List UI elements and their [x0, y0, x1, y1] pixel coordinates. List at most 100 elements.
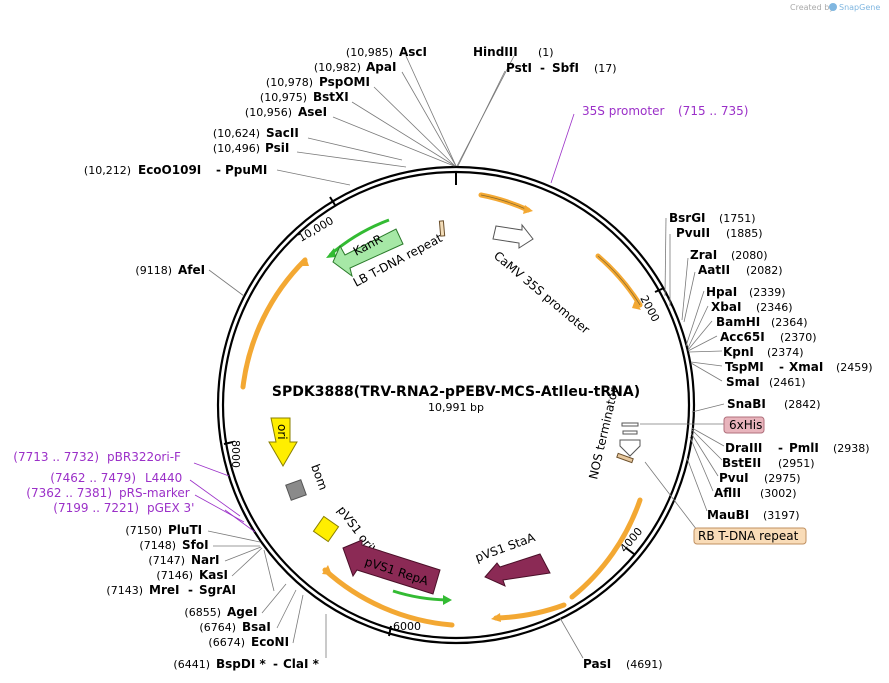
svg-text:(2080): (2080) — [731, 249, 768, 262]
feature-connectors — [189, 113, 575, 533]
repa-feature: pVS1 RepA — [342, 539, 441, 595]
enzyme-pluti: PluTI — [168, 523, 202, 537]
svg-text:(6764): (6764) — [199, 621, 236, 634]
svg-text:(2459): (2459) — [836, 361, 873, 374]
svg-text:-: - — [216, 163, 221, 177]
plasmid-size: 10,991 bp — [428, 401, 484, 414]
enzyme-afei: AfeI — [178, 263, 205, 277]
plasmid-name: SPDK3888(TRV-RNA2-pPEBV-MCS-AtIleu-tRNA) — [272, 384, 640, 400]
svg-text:(1): (1) — [538, 46, 554, 59]
left-enzymes: (10,985) AscI (10,982) ApaI (10,978) Psp… — [84, 45, 427, 671]
enzyme-hindiii: HindIII — [473, 45, 518, 59]
enzyme-sacii: SacII — [266, 126, 299, 140]
sixhis-label: 6xHis — [729, 418, 762, 432]
enzyme-psii: PsiI — [265, 141, 289, 155]
camv-arrow — [492, 223, 534, 249]
enzyme-sfoi: SfoI — [182, 538, 209, 552]
enzyme-pvuii: PvuII — [676, 226, 710, 240]
svg-text:(2374): (2374) — [767, 346, 804, 359]
enzyme-snabi: SnaBI — [727, 397, 766, 411]
svg-text:(2370): (2370) — [780, 331, 817, 344]
enzyme-bsrgi: BsrGI — [669, 211, 706, 225]
svg-text:(10,624): (10,624) — [213, 127, 260, 140]
svg-text:(2938): (2938) — [833, 442, 870, 455]
svg-text:(10,982): (10,982) — [314, 61, 361, 74]
callout-l4440: L4440 — [145, 471, 182, 485]
svg-text:(3002): (3002) — [760, 487, 797, 500]
ori-label: ori — [275, 424, 289, 440]
camv-label: CaMV 35S promoter — [491, 249, 592, 337]
enzyme-draiii: DraIII — [725, 441, 762, 455]
svg-text:(2951): (2951) — [778, 457, 815, 470]
enzyme-aflii: AflII — [714, 486, 741, 500]
ori-arrow — [268, 417, 298, 467]
enzyme-nari: NarI — [191, 553, 220, 567]
backbone-outer — [216, 165, 696, 645]
svg-text:(2461): (2461) — [769, 376, 806, 389]
svg-text:(6674): (6674) — [208, 636, 245, 649]
feature-callouts: 35S promoter (715 .. 735) (7713 .. 7732)… — [13, 104, 748, 515]
created-by-text: Created by — [790, 3, 834, 12]
svg-text:(7362 .. 7381): (7362 .. 7381) — [26, 486, 112, 500]
enzyme-ppumi: PpuMI — [225, 163, 267, 177]
svg-text:(10,975): (10,975) — [260, 91, 307, 104]
enzyme-xmai: XmaI — [789, 360, 823, 374]
enzyme-smai: SmaI — [726, 375, 760, 389]
enzyme-hpai: HpaI — [706, 285, 737, 299]
sixhis-box — [723, 416, 765, 434]
svg-text:(7147): (7147) — [148, 554, 185, 567]
callout-pbr322: pBR322ori-F — [107, 450, 181, 464]
svg-text:(7150): (7150) — [125, 524, 162, 537]
enzyme-maubi: MauBI — [707, 508, 749, 522]
svg-text:(2082): (2082) — [746, 264, 783, 277]
svg-text:(10,978): (10,978) — [266, 76, 313, 89]
callout-35s-name: 35S promoter — [582, 104, 664, 118]
enzyme-ecoo109i: EcoO109I — [138, 163, 201, 177]
enzyme-kpni: KpnI — [723, 345, 754, 359]
svg-text:(2346): (2346) — [756, 301, 793, 314]
oriv-box — [312, 515, 340, 543]
enzyme-kasi: KasI — [199, 568, 228, 582]
enzyme-aatii: AatII — [698, 263, 730, 277]
enzyme-tspmi: TspMI — [725, 360, 764, 374]
enzyme-asci: AscI — [399, 45, 427, 59]
callout-35s-range: (715 .. 735) — [678, 104, 748, 118]
svg-text:(7713 .. 7732): (7713 .. 7732) — [13, 450, 99, 464]
svg-text:(3197): (3197) — [763, 509, 800, 522]
callout-prs: pRS-marker — [119, 486, 190, 500]
enzyme-apai: ApaI — [366, 60, 396, 74]
svg-text:(7462 .. 7479): (7462 .. 7479) — [50, 471, 136, 485]
lb-marker — [438, 220, 446, 237]
tick-2000: 2000 — [637, 293, 662, 324]
bom-box — [285, 479, 307, 501]
svg-text:(6441): (6441) — [173, 658, 210, 671]
staa-feature — [484, 553, 551, 587]
svg-text:(10,496): (10,496) — [213, 142, 260, 155]
orf-arrowheads — [300, 205, 641, 622]
svg-text:(2339): (2339) — [749, 286, 786, 299]
snapgene-logo-icon — [829, 3, 837, 11]
callout-pgex: pGEX 3' — [147, 501, 194, 515]
enzyme-agei: AgeI — [227, 605, 257, 619]
enzyme-zrai: ZraI — [690, 248, 717, 262]
svg-text:(4691): (4691) — [626, 658, 663, 671]
svg-text:(7146): (7146) — [156, 569, 193, 582]
svg-text:(17): (17) — [594, 62, 617, 75]
top-enzymes: HindIII (1) PstI - SbfI (17) — [473, 45, 617, 75]
enzyme-clai: ClaI * — [283, 657, 320, 671]
orf-arc-outline — [480, 194, 641, 306]
svg-text:(6855): (6855) — [184, 606, 221, 619]
boxed-features: 6xHis RB T-DNA repeat — [693, 416, 807, 545]
enzyme-bsteii: BstEII — [722, 456, 761, 470]
enzyme-sbfi: SbfI — [552, 61, 579, 75]
enzyme-econi: EcoNI — [251, 635, 289, 649]
svg-text:-: - — [540, 61, 545, 75]
enzyme-xbai: XbaI — [711, 300, 741, 314]
svg-text:(2364): (2364) — [771, 316, 808, 329]
svg-text:(9118): (9118) — [135, 264, 172, 277]
enzyme-bsai: BsaI — [242, 620, 271, 634]
enzyme-bspdi: BspDI * — [216, 657, 266, 671]
nos-feature — [616, 422, 641, 464]
svg-text:(10,985): (10,985) — [346, 46, 393, 59]
